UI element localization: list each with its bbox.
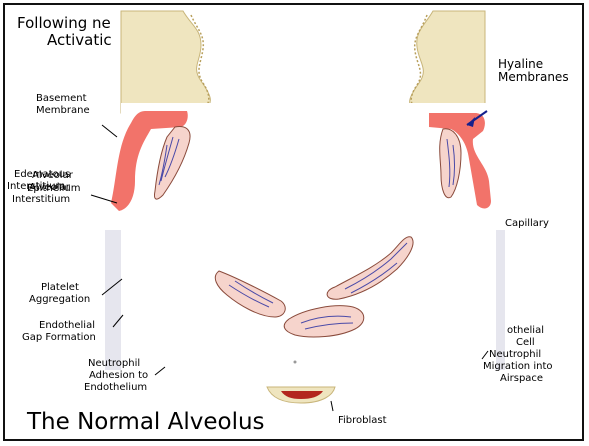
interstitium-label: Interstitium bbox=[12, 194, 70, 206]
platelet-label-2: Aggregation bbox=[29, 294, 90, 306]
endothelial-cell-label-2: Cell bbox=[516, 337, 535, 349]
neutrophil-adhesion-label-3: Endothelium bbox=[84, 382, 147, 394]
fibroblast-label: Fibroblast bbox=[338, 415, 387, 427]
neutrophil-migration-label-2: Migration into bbox=[483, 361, 552, 373]
basement-label-1: Basement bbox=[36, 93, 87, 105]
neutrophil-adhesion-label-2: Adhesion to bbox=[89, 370, 148, 382]
neutrophil-migration-label-3: Airspace bbox=[500, 373, 543, 385]
platelet-label-1: Platelet bbox=[41, 282, 79, 294]
basement-pointer bbox=[102, 125, 117, 137]
small-particle bbox=[294, 361, 297, 364]
slide-title: The Normal Alveolus bbox=[27, 409, 265, 435]
capillary-label: Capillary bbox=[505, 218, 549, 230]
header-line-1: Following ne bbox=[17, 15, 111, 32]
endothelial-gap-label-1: Endothelial bbox=[39, 320, 95, 332]
basement-label-2: Membrane bbox=[36, 105, 90, 117]
neutrophil-adhesion-label-1: Neutrophil bbox=[88, 358, 140, 370]
neutrophil-migration-label-1: Neutrophil bbox=[489, 349, 541, 361]
header-line-2: Activatic bbox=[47, 32, 112, 49]
slide-frame: Following ne Activatic Hyaline Membranes… bbox=[3, 3, 584, 441]
tissue-right bbox=[410, 11, 485, 113]
fibroblast-pointer bbox=[331, 401, 333, 411]
hyaline-label-2: Membranes bbox=[498, 71, 569, 84]
endothelial-cell-label-1: othelial bbox=[507, 325, 544, 337]
endothelial-gap-label-2: Gap Formation bbox=[22, 332, 96, 344]
